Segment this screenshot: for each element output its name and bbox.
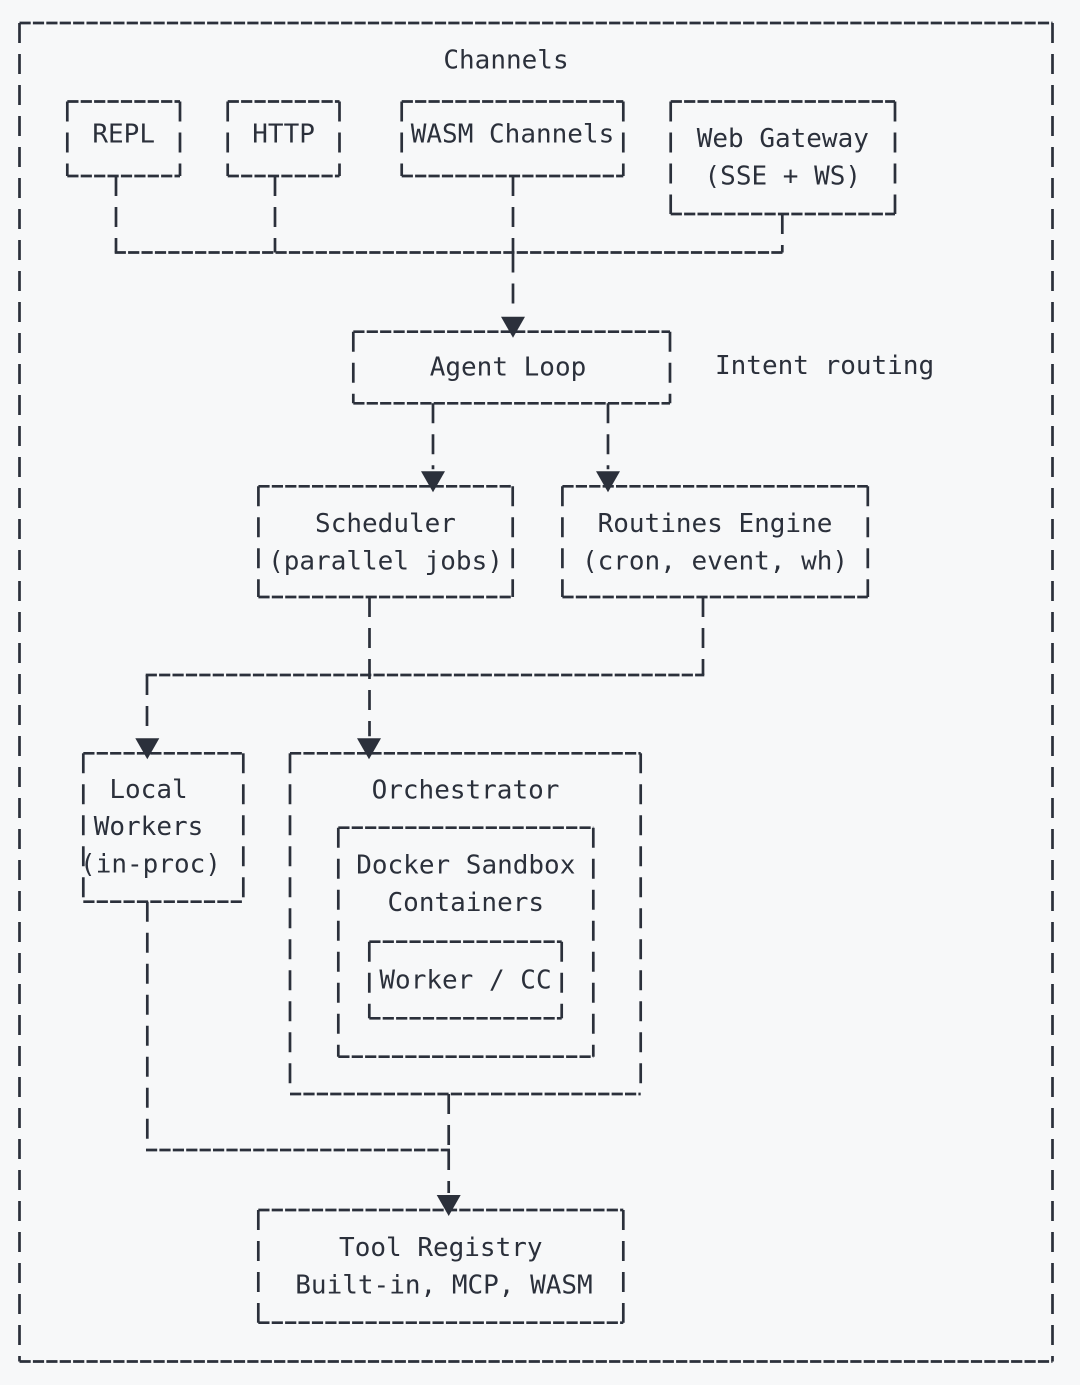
- agent-loop-out-connectors: [421, 403, 620, 493]
- scheduler-label: Scheduler: [315, 509, 456, 539]
- worker-cc-label: Worker / CC: [379, 966, 551, 996]
- tool-registry-line1: Tool Registry: [339, 1233, 543, 1263]
- http-label: HTTP: [252, 120, 315, 150]
- arrowhead-down-tool-registry: [436, 1195, 461, 1216]
- agent-loop-label: Agent Loop: [430, 353, 587, 383]
- docker-sandbox-line1: Docker Sandbox: [356, 851, 575, 881]
- worker-bus-connectors: [135, 597, 705, 760]
- repl-node: REPL: [65, 100, 182, 178]
- agent-loop-node: Agent Loop: [351, 330, 672, 405]
- arrowhead-down-local-workers: [135, 738, 160, 760]
- arrowhead-down-routines: [596, 471, 620, 493]
- tool-registry-connectors: [145, 901, 461, 1216]
- local-workers-line2: Workers: [94, 812, 204, 842]
- arrowhead-down-agent-loop: [501, 316, 525, 338]
- local-workers-line3: (in-proc): [80, 850, 221, 880]
- routines-engine-label: Routines Engine: [598, 509, 833, 539]
- worker-cc-node: Worker / CC: [367, 940, 564, 1020]
- scheduler-node: Scheduler (parallel jobs): [257, 484, 515, 599]
- channel-bus-connectors: [114, 176, 784, 338]
- local-workers-line1: Local: [109, 775, 187, 805]
- channels-title: Channels: [443, 46, 568, 76]
- routines-engine-sublabel: (cron, event, wh): [582, 547, 848, 577]
- web-gateway-label: Web Gateway: [697, 124, 869, 154]
- repl-label: REPL: [92, 120, 155, 150]
- local-workers-node: Local Workers (in-proc): [80, 751, 245, 904]
- tool-registry-line2: Built-in, MCP, WASM: [295, 1271, 592, 1301]
- tool-registry-node: Tool Registry Built-in, MCP, WASM: [256, 1208, 625, 1325]
- web-gateway-sublabel: (SSE + WS): [705, 162, 862, 192]
- intent-routing-annotation: Intent routing: [715, 351, 934, 381]
- docker-sandbox-node: Docker Sandbox Containers: [336, 826, 595, 1059]
- web-gateway-node: Web Gateway (SSE + WS): [669, 100, 897, 216]
- arrowhead-down-scheduler: [421, 471, 445, 493]
- orchestrator-node: Orchestrator: [288, 751, 643, 1096]
- orchestrator-label: Orchestrator: [372, 776, 560, 806]
- routines-engine-node: Routines Engine (cron, event, wh): [561, 484, 870, 599]
- arrowhead-down-orchestrator: [357, 738, 381, 760]
- http-node: HTTP: [226, 100, 341, 178]
- wasm-channels-label: WASM Channels: [411, 120, 615, 150]
- scheduler-sublabel: (parallel jobs): [268, 547, 503, 577]
- channels-container: Channels: [18, 21, 1054, 1363]
- wasm-channels-node: WASM Channels: [400, 100, 625, 178]
- docker-sandbox-line2: Containers: [388, 888, 545, 918]
